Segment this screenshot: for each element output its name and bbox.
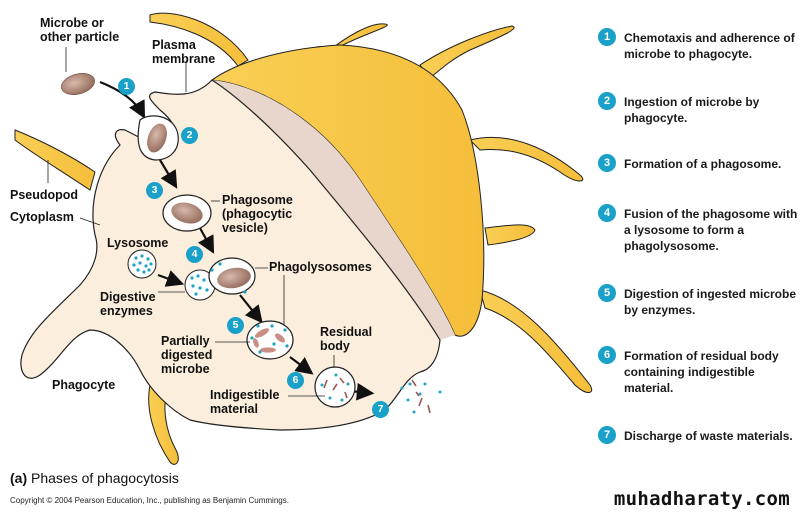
step-badge: 5 [598, 284, 616, 302]
step-text: Formation of residual body containing in… [624, 349, 779, 395]
phagolysosome-2 [246, 320, 294, 360]
caption-title: Phases of phagocytosis [31, 470, 179, 486]
discharged-waste [400, 379, 442, 414]
arrow-1 [99, 80, 146, 119]
indigestible-fragments [323, 377, 348, 399]
partial-microbe-fragments [253, 328, 285, 353]
pseudopod-top-left [149, 12, 249, 67]
step-badge: 3 [598, 154, 616, 172]
leader-cytoplasm [79, 217, 101, 226]
step-text: Fusion of the phagosome with a lysosome … [624, 207, 798, 253]
label-pseudopod: Pseudopod [10, 188, 79, 202]
label-phagolysosomes: Phagolysosomes [269, 260, 372, 274]
figure-caption: (a) Phases of phagocytosis [10, 470, 179, 486]
label-residual-body: Residual body [320, 325, 373, 353]
step-badge: 6 [598, 346, 616, 364]
label-lysosome: Lysosome [107, 236, 169, 250]
pseudopod-right-lower [479, 289, 593, 393]
step-text: Discharge of waste materials. [624, 429, 793, 443]
pseudopod-top-right [419, 25, 515, 79]
step-badge: 1 [598, 28, 616, 46]
site-watermark: muhadharaty.com [613, 488, 790, 510]
diagram-badge-6: 6 [287, 372, 304, 389]
copyright-notice: Copyright © 2004 Pearson Education, Inc.… [10, 496, 289, 505]
pseudopod-left [14, 129, 96, 191]
step-text: Ingestion of microbe by phagocyte. [624, 95, 760, 125]
leader-phagolysosomes [255, 267, 285, 325]
arrow-lysosome [157, 270, 185, 287]
phagolysosome-1-microbe [217, 267, 251, 289]
diagram-badge-7: 7 [372, 401, 389, 418]
step-badge: 7 [598, 426, 616, 444]
step-badge: 2 [598, 92, 616, 110]
arrow-5 [289, 356, 314, 375]
leader-lines [47, 47, 335, 397]
pseudopod-right-upper [469, 136, 584, 182]
arrow-3 [197, 227, 215, 254]
label-phagosome: Phagosome (phagocytic vesicle) [222, 193, 293, 235]
diagram-badge-4: 4 [186, 246, 203, 263]
arrow-4 [239, 294, 263, 324]
label-indigestible: Indigestible material [210, 388, 280, 416]
caption-prefix: (a) [10, 470, 28, 486]
pseudopod-bottom [148, 384, 179, 465]
step-text: Formation of a phagosome. [624, 157, 782, 171]
pseudopods [14, 12, 593, 465]
diagram-badge-5: 5 [227, 317, 244, 334]
engulfed-microbe [147, 123, 167, 153]
step-text: Digestion of ingested microbe by enzymes… [624, 287, 797, 317]
microbe [61, 73, 95, 95]
residual-enzymes [320, 373, 350, 402]
pseudopod-right-mid [484, 224, 536, 246]
lysosome-enzymes [132, 254, 153, 274]
label-digestive-enzymes: Digestive enzymes [100, 290, 156, 318]
fusion-enzymes [190, 262, 247, 296]
label-partially-digested: Partially digested microbe [161, 334, 213, 376]
diagram-badge-3: 3 [146, 182, 163, 199]
digest-enzymes [250, 324, 289, 354]
step-badge: 4 [598, 204, 616, 222]
phagosome-microbe [171, 202, 203, 224]
diagram-badge-2: 2 [181, 127, 198, 144]
label-microbe: Microbe or other particle [40, 16, 120, 44]
cell-cut-face [205, 80, 455, 340]
diagram-badge-1: 1 [118, 78, 135, 95]
step-text: Chemotaxis and adherence of microbe to p… [624, 31, 795, 61]
label-phagocyte: Phagocyte [52, 378, 116, 392]
label-cytoplasm: Cytoplasm [10, 210, 74, 224]
arrow-2 [159, 159, 178, 189]
label-plasma-membrane: Plasma membrane [152, 38, 216, 66]
